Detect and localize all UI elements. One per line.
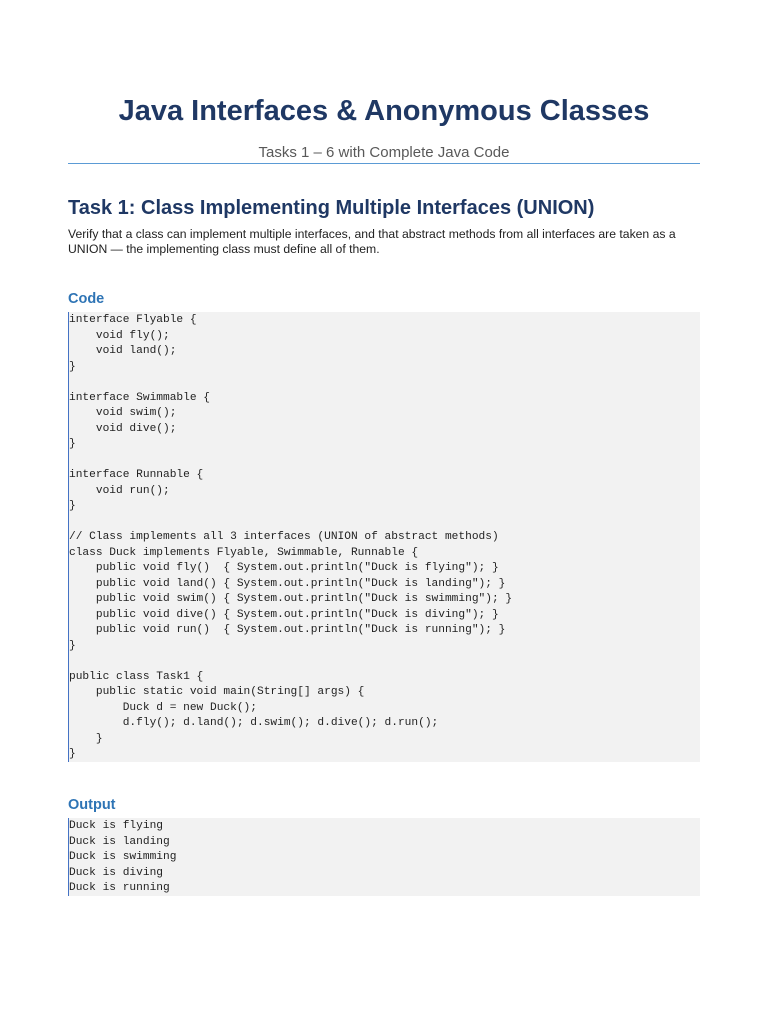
code-line: class Duck implements Flyable, Swimmable…: [69, 546, 419, 559]
code-line: public class Task1 {: [69, 670, 204, 683]
code-line: void land();: [69, 345, 177, 357]
code-section-label: Code: [68, 291, 105, 307]
code-line: void dive();: [69, 422, 177, 435]
code-line: void swim();: [69, 407, 177, 419]
code-line: }: [69, 748, 76, 760]
task1-description: Verify that a class can implement multip…: [68, 227, 676, 256]
task1-heading: Task 1: Class Implementing Multiple Inte…: [68, 197, 595, 219]
code-line: [69, 515, 700, 531]
code-line: void run();: [69, 484, 170, 497]
code-line: public void land() { System.out.println(…: [69, 577, 506, 590]
code-line: Duck d = new Duck();: [69, 701, 257, 714]
code-line: interface Flyable {: [69, 314, 197, 326]
code-line: }: [69, 639, 76, 652]
code-line: [69, 375, 700, 391]
output-section-label: Output: [68, 797, 116, 813]
code-line: [69, 654, 700, 670]
document-title: Java Interfaces & Anonymous Classes: [118, 95, 650, 127]
code-line: public void run() { System.out.println("…: [69, 624, 506, 636]
code-line: }: [69, 438, 76, 450]
output-line: Duck is swimming: [69, 851, 177, 863]
code-line: }: [69, 732, 103, 745]
output-line: Duck is landing: [69, 835, 170, 848]
code-line: void fly();: [69, 329, 170, 342]
output-line: Duck is running: [69, 882, 170, 894]
code-line: }: [69, 360, 76, 373]
code-line: public void swim() { System.out.println(…: [69, 593, 513, 605]
code-line: interface Swimmable {: [69, 391, 210, 404]
document-subtitle: Tasks 1 – 6 with Complete Java Code: [258, 144, 510, 161]
code-line: d.fly(); d.land(); d.swim(); d.dive(); d…: [69, 717, 439, 729]
output-line: Duck is diving: [69, 866, 163, 879]
code-line: public static void main(String[] args) {: [69, 686, 365, 698]
code-line: public void fly() { System.out.println("…: [69, 562, 499, 574]
output-line: Duck is flying: [69, 820, 163, 832]
code-line: // Class implements all 3 interfaces (UN…: [69, 531, 499, 543]
title-divider: [68, 163, 700, 164]
code-block: interface Flyable { void fly(); void lan…: [68, 312, 700, 762]
code-line: }: [69, 500, 76, 512]
code-line: public void dive() { System.out.println(…: [69, 608, 499, 621]
code-line: [69, 453, 700, 469]
code-line: interface Runnable {: [69, 469, 204, 481]
